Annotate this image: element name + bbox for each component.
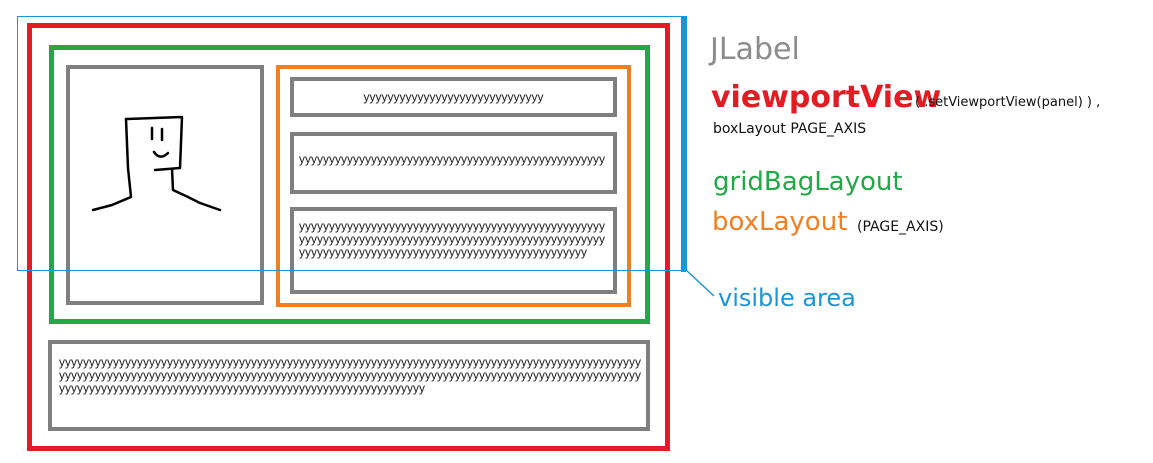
box-layout-axis-note: (PAGE_AXIS) <box>857 219 944 235</box>
text-field-1-text: yyyyyyyyyyyyyyyyyyyyyyyyyyyyyy <box>363 90 544 104</box>
face-sketch-icon <box>91 115 222 212</box>
viewport-view-legend: viewportView <box>711 80 942 115</box>
visible-area-frame <box>17 16 687 271</box>
portrait-label <box>66 65 264 305</box>
gridbag-layout-legend: gridBagLayout <box>713 167 903 197</box>
text-field-bottom-text: yyyyyyyyyyyyyyyyyyyyyyyyyyyyyyyyyyyyyyyy… <box>59 355 641 395</box>
text-field-2-text: yyyyyyyyyyyyyyyyyyyyyyyyyyyyyyyyyyyyyyyy… <box>299 152 605 166</box>
text-field-3-text: yyyyyyyyyyyyyyyyyyyyyyyyyyyyyyyyyyyyyyyy… <box>299 219 605 259</box>
text-field-2[interactable]: yyyyyyyyyyyyyyyyyyyyyyyyyyyyyyyyyyyyyyyy… <box>290 132 617 194</box>
text-field-1[interactable]: yyyyyyyyyyyyyyyyyyyyyyyyyyyyyy <box>290 77 617 117</box>
box-layout-panel <box>276 65 631 307</box>
visible-area-legend: visible area <box>718 284 856 312</box>
viewport-view-note: ( .setViewportView(panel) ) , <box>915 95 1101 110</box>
visible-area-scroll-edge <box>681 16 686 272</box>
box-layout-legend: boxLayout <box>712 207 848 237</box>
viewport-view-panel <box>27 23 670 451</box>
text-field-3[interactable]: yyyyyyyyyyyyyyyyyyyyyyyyyyyyyyyyyyyyyyyy… <box>290 207 617 294</box>
text-field-bottom[interactable]: yyyyyyyyyyyyyyyyyyyyyyyyyyyyyyyyyyyyyyyy… <box>48 340 650 431</box>
jlabel-legend: JLabel <box>710 32 800 67</box>
visible-area-pointer <box>685 269 715 297</box>
box-layout-page-axis-note: boxLayout PAGE_AXIS <box>713 121 867 137</box>
gridbag-layout-panel <box>49 45 650 324</box>
